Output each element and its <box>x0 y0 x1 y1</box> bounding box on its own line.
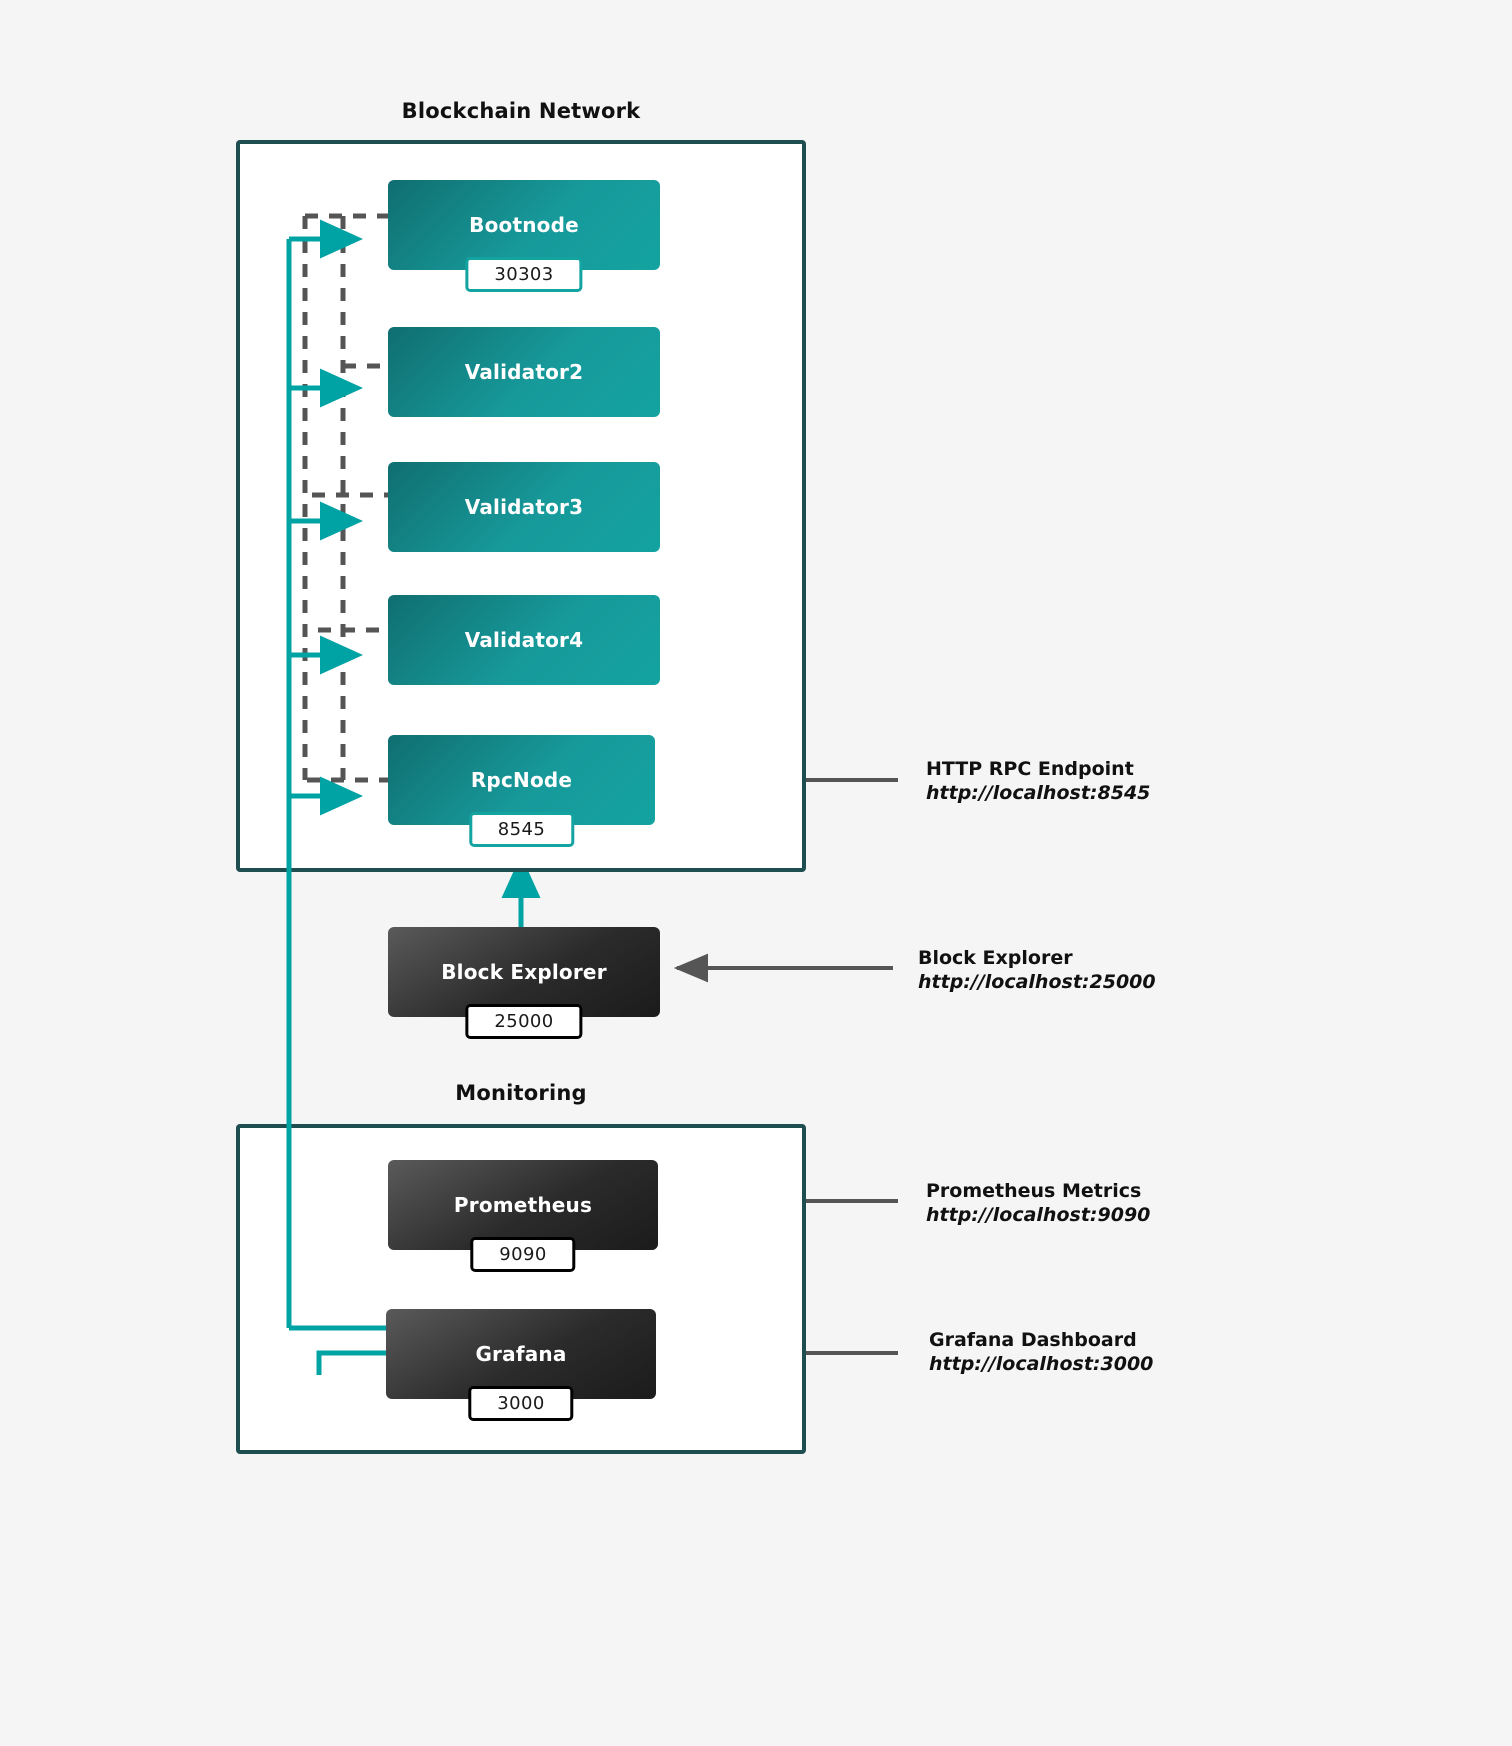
node-grafana-port: 3000 <box>468 1386 574 1421</box>
node-prometheus[interactable]: Prometheus 9090 <box>388 1160 658 1272</box>
annotation-http-rpc-endpoint: HTTP RPC Endpoint http://localhost:8545 <box>926 757 1150 806</box>
annotation-rpc-title: HTTP RPC Endpoint <box>926 758 1134 780</box>
node-validator2[interactable]: Validator2 <box>388 327 660 417</box>
node-block-explorer-port: 25000 <box>465 1004 583 1039</box>
node-bootnode-label: Bootnode <box>469 213 579 237</box>
node-bootnode[interactable]: Bootnode 30303 <box>388 180 660 292</box>
node-validator3-label: Validator3 <box>464 495 584 519</box>
node-validator4[interactable]: Validator4 <box>388 595 660 685</box>
node-rpcnode[interactable]: RpcNode 8545 <box>388 735 655 847</box>
annotation-prometheus-url: http://localhost:9090 <box>926 1204 1151 1227</box>
node-rpcnode-port: 8545 <box>468 812 575 847</box>
node-grafana[interactable]: Grafana 3000 <box>386 1309 656 1421</box>
annotation-explorer-url: http://localhost:25000 <box>918 971 1156 994</box>
annotation-prometheus-title: Prometheus Metrics <box>926 1180 1142 1202</box>
annotation-prometheus-metrics: Prometheus Metrics http://localhost:9090 <box>926 1179 1150 1228</box>
annotation-explorer-title: Block Explorer <box>918 947 1073 969</box>
monitoring-title: Monitoring <box>455 1081 587 1105</box>
node-prometheus-label: Prometheus <box>453 1193 593 1217</box>
node-block-explorer-label: Block Explorer <box>441 960 607 984</box>
annotation-grafana-dashboard: Grafana Dashboard http://localhost:3000 <box>929 1328 1153 1377</box>
node-rpcnode-label: RpcNode <box>470 768 573 792</box>
node-validator3[interactable]: Validator3 <box>388 462 660 552</box>
node-grafana-label: Grafana <box>475 1342 567 1366</box>
annotation-rpc-url: http://localhost:8545 <box>926 782 1151 805</box>
annotation-grafana-title: Grafana Dashboard <box>929 1329 1137 1351</box>
annotation-grafana-url: http://localhost:3000 <box>929 1353 1154 1376</box>
node-validator4-label: Validator4 <box>464 628 584 652</box>
node-validator2-label: Validator2 <box>464 360 584 384</box>
annotation-block-explorer: Block Explorer http://localhost:25000 <box>918 946 1156 995</box>
node-prometheus-port: 9090 <box>470 1237 576 1272</box>
blockchain-network-title: Blockchain Network <box>401 99 641 123</box>
node-block-explorer[interactable]: Block Explorer 25000 <box>388 927 660 1039</box>
node-bootnode-port: 30303 <box>465 257 583 292</box>
